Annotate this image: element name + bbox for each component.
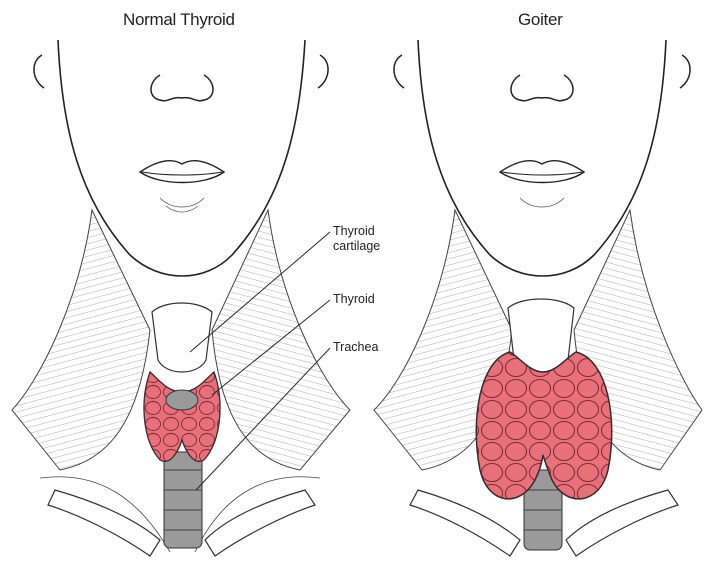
normal-thyroid-title: Normal Thyroid — [123, 10, 235, 30]
thyroid-cartilage-label-line1: Thyroid — [333, 224, 380, 239]
thyroid-cartilage-label: Thyroid cartilage — [333, 224, 380, 254]
thyroid-cartilage-label-line2: cartilage — [333, 239, 380, 254]
goiter-figure — [374, 40, 702, 556]
normal-thyroid-figure — [12, 40, 350, 556]
normal-thyroid-gland — [144, 372, 220, 461]
left-ear — [34, 55, 44, 88]
trachea — [164, 452, 202, 548]
trachea-label: Trachea — [333, 340, 378, 355]
right-ear — [318, 55, 328, 88]
thyroid-label: Thyroid — [333, 292, 375, 307]
right-collarbone — [205, 490, 315, 556]
thyroid-cartilage — [152, 303, 212, 372]
left-collarbone — [48, 490, 160, 556]
goiter-title: Goiter — [518, 10, 563, 30]
